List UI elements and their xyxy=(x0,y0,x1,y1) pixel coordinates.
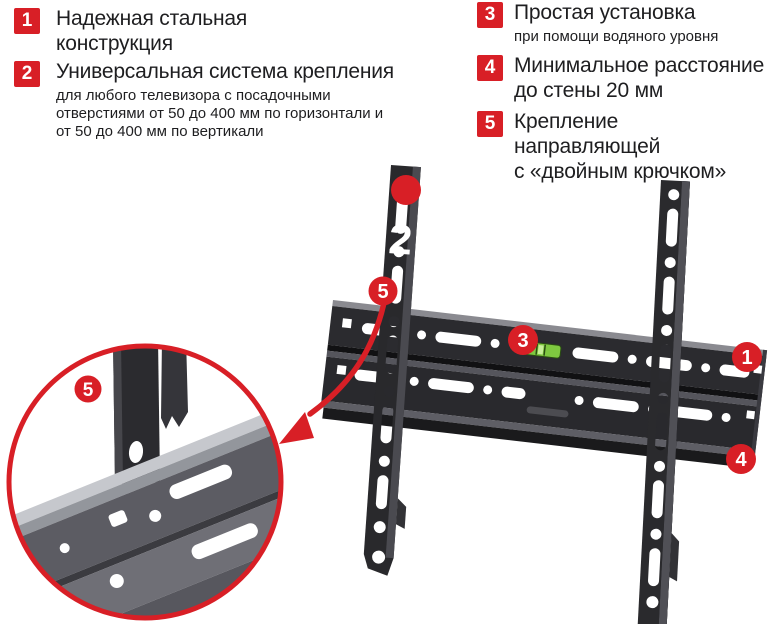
callout-marker-1: 1 xyxy=(732,342,762,372)
callout-marker-3: 3 xyxy=(508,325,538,355)
rail-hook-tab xyxy=(395,498,407,529)
feature-subtitle-2: для любого телевизора с посадочными отве… xyxy=(56,87,384,140)
arrow-icon xyxy=(279,412,314,444)
callout-marker-5-number: 5 xyxy=(377,281,388,303)
double-hook-shape xyxy=(161,346,188,429)
callout-marker-5: 5 xyxy=(368,276,398,306)
curve-connector xyxy=(307,300,387,417)
feature-item-3: 3 Простая установка при помощи водяного … xyxy=(477,1,767,46)
feature-badge-3: 3 xyxy=(477,2,503,28)
rail-hook-tab xyxy=(669,533,680,582)
callout-marker-3-number: 3 xyxy=(517,330,528,352)
feature-title-3: Простая установка xyxy=(514,1,696,24)
feature-item-5: 5 Крепление направляющей с «двойным крюч… xyxy=(477,110,767,184)
feature-badge-5: 5 xyxy=(477,111,503,137)
feature-item-4: 4 Минимальное расстояние до стены 20 мм xyxy=(477,54,767,103)
brand-stamp xyxy=(526,406,569,418)
callout-marker-1-number: 1 xyxy=(741,347,752,369)
right-vertical-rail xyxy=(637,180,690,624)
inset-magnifier-circle xyxy=(6,343,284,621)
inset-marker-badge xyxy=(74,375,102,403)
feature-subtitle-3: при помощи водяного уровня xyxy=(514,28,719,45)
feature-title-4: Минимальное расстояние до стены 20 мм xyxy=(514,54,765,102)
inset-bracket xyxy=(113,346,188,484)
feature-item-1: 1 Надежная стальная конструкция xyxy=(14,7,314,56)
left-vertical-rail: 2 xyxy=(363,165,421,576)
feature-item-2: 2 Универсальная система крепления для лю… xyxy=(14,60,434,141)
feature-badge-1: 1 xyxy=(14,8,40,34)
top-red-dot-marker xyxy=(391,175,421,205)
callout-marker-4-number: 4 xyxy=(735,449,747,471)
feature-badge-4: 4 xyxy=(477,55,503,81)
feature-title-1: Надежная стальная конструкция xyxy=(56,7,248,55)
feature-badge-2: 2 xyxy=(14,61,40,87)
feature-title-5: Крепление направляющей с «двойным крючко… xyxy=(514,110,727,183)
feature-title-2: Универсальная система крепления xyxy=(56,60,394,83)
inset-marker-number: 5 xyxy=(83,380,94,401)
rail-stencil-number: 2 xyxy=(387,215,414,264)
callout-marker-4: 4 xyxy=(726,444,756,474)
